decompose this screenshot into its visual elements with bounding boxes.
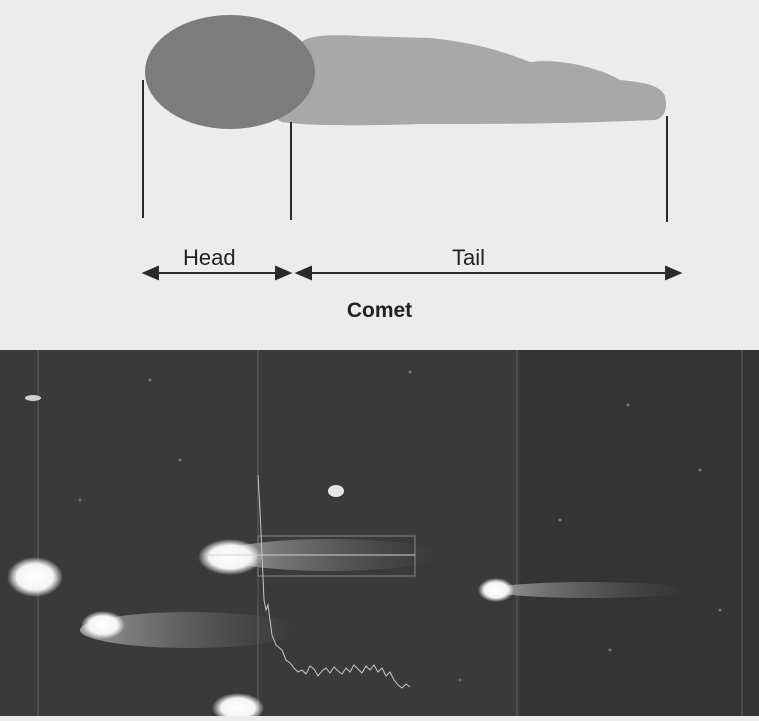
tail-label: Tail: [452, 247, 485, 269]
comet-tail-glow: [490, 582, 690, 598]
comet-tail-shape: [277, 35, 666, 125]
head-label: Head: [183, 247, 236, 269]
comet-schematic: [0, 0, 759, 350]
comet-title: Comet: [0, 300, 759, 321]
micrograph-image: [0, 350, 759, 716]
comet-nucleus: [478, 578, 514, 602]
comet-nucleus: [7, 557, 63, 597]
bright-spot: [25, 395, 41, 401]
comet-assay-micrograph: [0, 350, 759, 716]
bright-spot: [328, 485, 344, 497]
comet-nucleus: [198, 539, 262, 575]
comet-nucleus: [81, 611, 125, 639]
comet-head-shape: [145, 15, 315, 129]
